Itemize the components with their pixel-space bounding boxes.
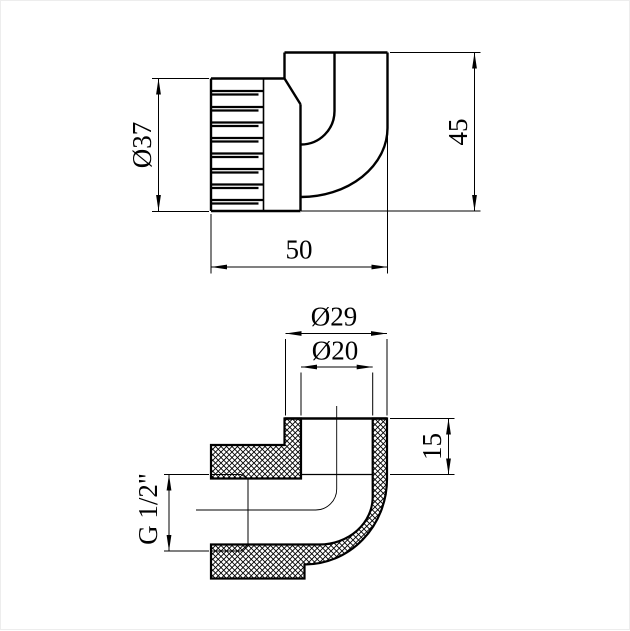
dimension-socket-depth: [390, 418, 455, 475]
passage-centerline: [196, 406, 338, 511]
knurl-ribs-long: [211, 89, 264, 202]
extension-lines: [301, 52, 481, 212]
dimension-label-socket-bore-diameter: Ø20: [312, 336, 359, 366]
dimension-collar-diameter: [152, 78, 209, 212]
side-view-part-outline: [209, 51, 389, 213]
extension-lines: [300, 372, 374, 416]
extension-lines: [152, 78, 209, 212]
dimension-thread: [164, 474, 209, 552]
thread-crest-lines: [211, 474, 249, 552]
extension-lines: [164, 474, 209, 552]
extension-lines: [210, 133, 388, 274]
extension-lines: [390, 418, 455, 475]
dimension-length: [210, 133, 388, 274]
dimension-label-collar-diameter: Ø37: [127, 122, 157, 169]
side-view-bend-silhouette: [300, 52, 336, 146]
section-hatch-left-wall: [209, 417, 303, 480]
dimension-label-length: 50: [286, 235, 313, 265]
extension-lines: [285, 339, 388, 416]
dimension-label-socket-depth: 15: [417, 433, 447, 460]
section-hatch-right-wall: [209, 417, 389, 580]
dimension-label-socket-outer-diameter: Ø29: [311, 302, 358, 332]
dimension-height: [301, 52, 481, 212]
section-view: Ø29 Ø20 15 G 1/2": [133, 302, 455, 580]
dimension-label-thread: G 1/2": [133, 473, 163, 545]
side-view: Ø37 50 45: [127, 51, 481, 274]
dimension-label-height: 45: [443, 119, 473, 146]
dimension-socket-outer-diameter: [285, 331, 388, 416]
dimension-socket-bore-diameter: [300, 364, 374, 416]
knurl-ribs-short: [211, 93, 259, 205]
